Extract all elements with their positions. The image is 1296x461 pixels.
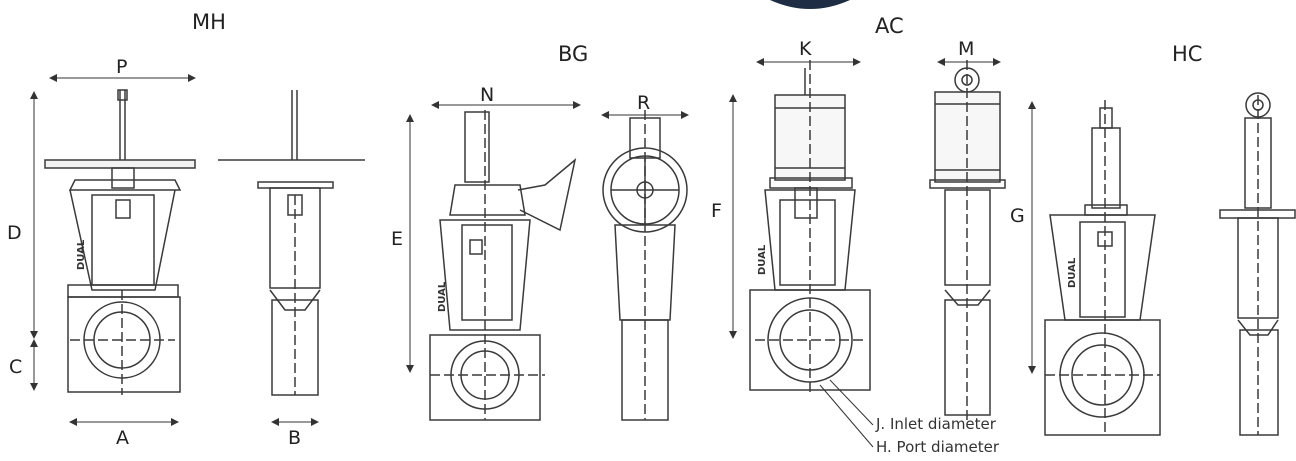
hc-front-view	[1044, 100, 1161, 436]
dim-label-k: K	[799, 38, 812, 60]
dimension-lines	[30, 58, 1036, 448]
brand-mark-3: DUAL	[1067, 257, 1078, 288]
series-label-bg: BG	[558, 42, 589, 66]
legend-port-diameter: H. Port diameter	[876, 438, 1000, 456]
series-label-hc: HC	[1172, 42, 1203, 66]
bg-side-view	[602, 110, 688, 421]
mh-side-view	[218, 90, 365, 396]
dim-label-b: B	[288, 427, 302, 449]
dim-label-c: C	[9, 356, 23, 378]
dim-label-m: M	[958, 38, 975, 60]
series-label-mh: MH	[192, 10, 226, 34]
brand-mark-2: DUAL	[757, 244, 768, 275]
dim-label-p: P	[116, 56, 128, 78]
dim-label-g: G	[1010, 205, 1025, 227]
dim-label-f: F	[711, 200, 722, 222]
series-label-ac: AC	[875, 14, 904, 38]
dim-label-n: N	[480, 84, 495, 106]
dim-label-d: D	[7, 222, 22, 244]
dim-label-e: E	[391, 228, 404, 250]
dim-label-r: R	[637, 92, 651, 114]
hc-side-view	[1219, 92, 1296, 436]
brand-marks: DUAL DUAL DUAL DUAL	[76, 239, 1078, 312]
ac-side-view	[929, 60, 1006, 420]
legend-inlet-diameter: J. Inlet diameter	[876, 415, 996, 433]
mh-front-view	[44, 89, 196, 395]
bg-front-view	[429, 110, 577, 421]
top-emblem	[770, 0, 850, 9]
dim-label-a: A	[116, 427, 129, 449]
brand-mark-1: DUAL	[437, 281, 448, 312]
ac-front-view	[749, 60, 871, 395]
brand-mark-0: DUAL	[76, 239, 87, 270]
